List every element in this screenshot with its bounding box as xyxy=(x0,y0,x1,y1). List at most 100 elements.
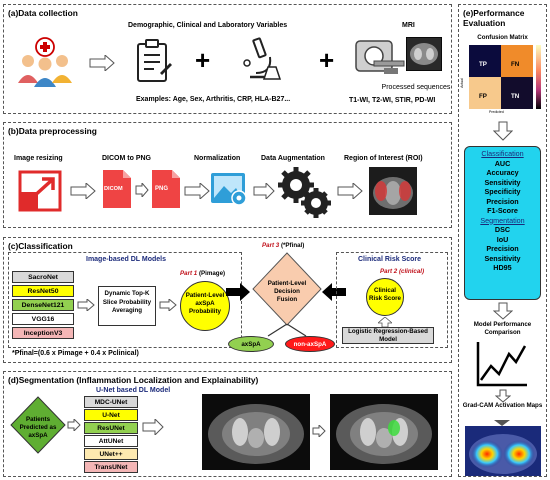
step-data-augmentation: Data Augmentation xyxy=(261,155,325,162)
arrow-icon xyxy=(312,425,326,437)
clipboard-icon xyxy=(137,39,172,82)
part3-sub: (*Pfinal) xyxy=(280,242,305,249)
unet-model-transunet: TransUNet xyxy=(84,461,138,473)
slice-averaging-box: Dynamic Top-K Slice Probability Averagin… xyxy=(98,286,156,326)
arrow-down-icon xyxy=(267,324,307,337)
mri-input-image xyxy=(202,394,310,470)
final-formula: *Pfinal=(0.6 x Pimage + 0.4 x Pclinical) xyxy=(12,350,139,357)
axspa-outcome: axSpA xyxy=(228,336,274,352)
gradcam-heatmap-image xyxy=(465,426,541,476)
dicom-file-icon xyxy=(103,170,131,208)
part1-label: Part 1 (Pimage) xyxy=(180,270,225,277)
cm-xlabel: Predicted xyxy=(489,110,504,114)
step-normalization: Normalization xyxy=(194,155,241,162)
confusion-matrix-title: Confusion Matrix xyxy=(477,34,528,41)
microscope-icon xyxy=(243,37,282,80)
panel-title: (a)Data collection xyxy=(8,8,78,18)
image-models-heading: Image-based DL Models xyxy=(86,256,167,263)
panel-data-collection: (a)Data collection Demographic, Clinical… xyxy=(3,4,452,114)
metric-auc: AUC xyxy=(494,158,511,168)
cm-ylabel: Actual xyxy=(459,78,464,88)
metric-seg-sensitivity: Sensitivity xyxy=(484,253,521,263)
part1-text: Part 1 xyxy=(180,270,198,277)
image-models-box xyxy=(8,252,242,348)
arrow-icon xyxy=(77,299,95,311)
unet-model-unetpp: UNet++ xyxy=(84,448,138,460)
model-inceptionv3: InceptionV3 xyxy=(12,327,74,339)
part2-text: Part 2 xyxy=(380,268,398,275)
arrow-down-icon xyxy=(493,302,513,320)
variables-heading: Demographic, Clinical and Laboratory Var… xyxy=(128,22,288,29)
panel-classification: (c)Classification Image-based DL Models … xyxy=(3,237,452,363)
png-file-icon xyxy=(152,170,180,208)
plus-icon: + xyxy=(319,45,335,75)
arrow-icon xyxy=(135,183,149,197)
part2-label: Part 2 (clinical) xyxy=(380,268,424,275)
patients-diamond xyxy=(10,396,66,454)
non-axspa-outcome: non-axSpA xyxy=(285,336,335,352)
metric-seg-precision: Precision xyxy=(486,244,519,253)
model-resnet50: ResNet50 xyxy=(12,285,74,297)
metric-f1-score: F1-Score xyxy=(487,206,518,215)
gradcam-arrow-icon xyxy=(494,420,510,426)
unet-model-mdc-unet: MDC-UNet xyxy=(84,396,138,408)
arrow-icon xyxy=(184,183,210,199)
gears-icon xyxy=(278,167,331,218)
step-roi: Region of Interest (ROI) xyxy=(344,155,423,162)
mri-slice-image xyxy=(406,37,442,71)
step-image-resizing: Image resizing xyxy=(14,155,63,162)
part3-label: Part 3 (*Pfinal) xyxy=(262,242,304,249)
metrics-box: Classification AUC Accuracy Sensitivity … xyxy=(464,146,541,300)
cm-tn: TN xyxy=(511,93,520,100)
roi-mri-image xyxy=(369,167,417,215)
arrow-icon xyxy=(159,299,177,311)
examples-text: Examples: Age, Sex, Arthritis, CRP, HLA-… xyxy=(136,96,291,103)
clinical-heading: Clinical Risk Score xyxy=(358,256,422,263)
cm-fn: FN xyxy=(511,61,520,68)
confusion-matrix xyxy=(469,45,541,109)
mri-heading: MRI xyxy=(402,22,415,29)
decision-fusion-label: Patient-Level Decision Fusion xyxy=(267,280,307,303)
part2-sub: (clinical) xyxy=(398,268,425,275)
unet-model-resunet: ResUNet xyxy=(84,422,138,434)
cm-fp: FP xyxy=(479,93,487,100)
panel-data-preprocessing: (b)Data preprocessing Image resizing DIC… xyxy=(3,122,452,228)
mri-segmented-image xyxy=(330,394,438,470)
logistic-regression-box: Logistic Regression-Based Model xyxy=(342,327,434,344)
metric-dsc: DSC xyxy=(494,225,511,234)
panel-performance-evaluation: (e)Performance Evaluation Confusion Matr… xyxy=(458,4,547,477)
part1-sub: (Pimage) xyxy=(198,270,226,277)
mri-scanner-icon xyxy=(355,40,405,74)
arrow-icon xyxy=(337,183,363,199)
panel-title: (b)Data preprocessing xyxy=(8,126,97,136)
metric-specificity: Specificity xyxy=(484,187,521,196)
arrow-up-icon xyxy=(378,317,392,327)
resize-icon xyxy=(18,170,62,212)
processed-sequences-label: Processed sequences xyxy=(381,84,451,91)
line-chart-icon xyxy=(476,342,527,387)
metric-hd95: HD95 xyxy=(493,263,512,272)
patients-predicted-label: Patients Predicted as axSpA xyxy=(19,416,57,439)
patient-probability-circle: Patient-Level axSpA Probability xyxy=(180,281,230,331)
mri-sequences: T1-WI, T2-WI, STIR, PD-WI xyxy=(349,97,436,104)
panel-title: (e)Performance Evaluation xyxy=(463,8,525,28)
decision-fusion-diamond xyxy=(252,252,322,326)
arrow-left-icon xyxy=(322,283,346,301)
model-comparison-label: Model Performance Comparison xyxy=(473,321,532,336)
panel-segmentation: (d)Segmentation (Inflammation Localizati… xyxy=(3,371,452,477)
panel-title: (d)Segmentation (Inflammation Localizati… xyxy=(8,375,259,385)
model-densenet121: DenseNet121 xyxy=(12,299,74,311)
plus-icon: + xyxy=(195,45,211,75)
png-label: PNG xyxy=(155,186,169,192)
arrow-icon xyxy=(142,419,164,435)
metric-sensitivity: Sensitivity xyxy=(484,177,521,187)
segmentation-heading: U-Net based DL Model xyxy=(96,387,171,394)
clinical-risk-box xyxy=(336,252,448,348)
arrow-icon xyxy=(67,419,81,431)
dicom-label: DICOM xyxy=(104,186,123,192)
unet-model-attunet: AttUNet xyxy=(84,435,138,447)
model-vgg16: VGG16 xyxy=(12,313,74,325)
part3-text: Part 3 xyxy=(262,242,280,249)
arrow-down-icon xyxy=(493,121,513,141)
gradcam-label: Grad-CAM Activation Maps xyxy=(462,402,543,409)
